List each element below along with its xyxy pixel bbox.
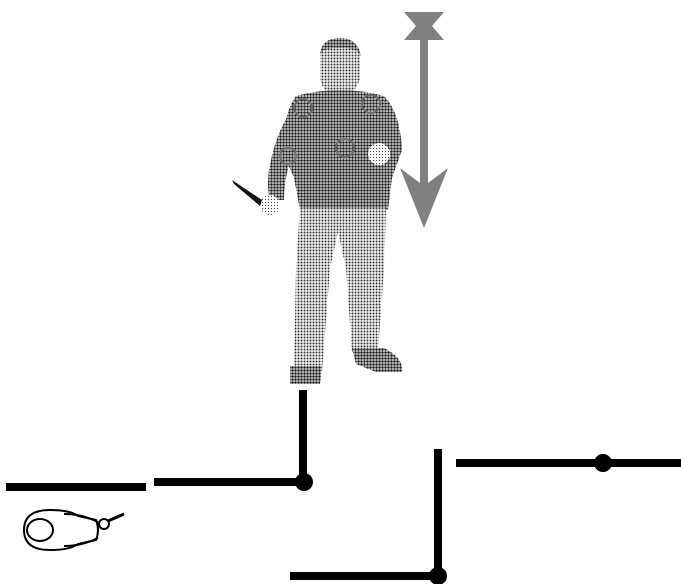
downward-arrow-icon	[400, 12, 448, 228]
figure-jacket	[282, 90, 402, 214]
person-top-view-head	[26, 518, 54, 542]
person-top-view-arm	[63, 513, 99, 547]
arrow-shaft	[420, 26, 428, 186]
person-top-view-body	[22, 508, 99, 552]
person-top-view-icon	[22, 508, 125, 552]
figure-shoe-left	[290, 366, 322, 384]
figure-shoe-right	[352, 348, 403, 372]
junction-dot	[594, 454, 612, 472]
figure-hair	[320, 38, 361, 56]
target-marks	[279, 94, 381, 165]
knife-top-view-icon	[107, 512, 125, 523]
target-mark	[293, 98, 313, 118]
figure-fist	[368, 143, 390, 165]
target-mark	[335, 138, 355, 158]
knife-icon	[232, 180, 262, 206]
person-top-view-hand	[98, 518, 110, 530]
target-mark	[361, 94, 381, 114]
figure-knife-hand	[260, 195, 280, 215]
figure-jeans	[294, 208, 386, 372]
junction-dot	[295, 473, 313, 491]
wall-junctions	[295, 454, 612, 584]
figure-arm-fist-side	[376, 100, 402, 152]
junction-dot	[429, 567, 447, 584]
figure-head	[320, 40, 360, 98]
man-with-knife-figure	[232, 38, 403, 384]
figure-arm-knife-side	[268, 104, 304, 200]
floor-plan	[6, 390, 681, 580]
target-mark	[279, 147, 297, 165]
arrow-head	[400, 168, 448, 228]
